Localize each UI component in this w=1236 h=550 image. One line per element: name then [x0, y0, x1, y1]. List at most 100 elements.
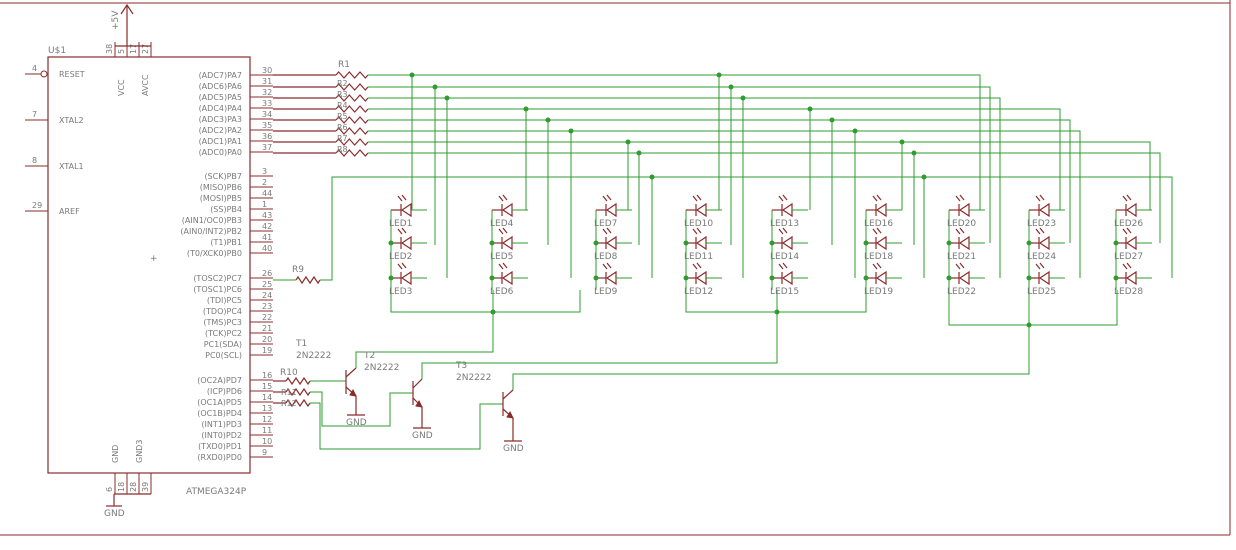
- led-label: LED18: [864, 252, 893, 262]
- mcu-pin-label: PC1(SDA): [204, 340, 242, 349]
- diode-triangle-icon: [958, 270, 970, 286]
- mcu-pin-label: (ADC1)PA1: [199, 137, 242, 146]
- emitter-arrow-icon: [415, 399, 423, 408]
- led: LED28: [1114, 262, 1152, 297]
- diode-triangle-icon: [501, 235, 513, 251]
- row-bus-wire: [368, 74, 981, 210]
- junction-dot: [716, 72, 722, 78]
- mcu-pin-number: 11: [262, 426, 272, 435]
- emission-arrows-icon: [1122, 227, 1132, 235]
- mcu-pin-label: (TOSC1)PC6: [193, 285, 242, 294]
- diode-triangle-icon: [1125, 202, 1137, 218]
- mcu-pin-number: 28: [129, 482, 138, 492]
- emission-arrows-icon: [498, 194, 508, 202]
- emission-arrows-icon: [498, 227, 508, 235]
- diode-triangle-icon: [781, 202, 793, 218]
- mcu-pin-number: 25: [262, 280, 272, 289]
- resistor-label: R7: [337, 134, 348, 143]
- resistor-label: R6: [337, 123, 348, 132]
- reset-inverter-bubble: [40, 70, 48, 78]
- mcu-pin-label: (OC2A)PD7: [197, 376, 242, 385]
- base-wire: [310, 391, 413, 427]
- resistor-zigzag-icon: [285, 398, 311, 408]
- led: LED6: [490, 262, 528, 297]
- led-label: LED27: [1114, 252, 1143, 262]
- mcu-pin-label: (ADC2)PA2: [199, 126, 242, 135]
- led: LED20: [947, 194, 985, 229]
- mcu-pin-number: 17: [129, 44, 138, 54]
- junction-dot: [921, 174, 927, 180]
- collector-wire: [421, 312, 778, 379]
- mcu-pin-number: 22: [262, 313, 272, 322]
- emission-arrows-icon: [602, 194, 612, 202]
- mcu-pin-label: (TDO)PC4: [203, 307, 242, 316]
- led-label: LED14: [770, 252, 799, 262]
- row-bus-wire: [368, 119, 1071, 243]
- junction-dot: [774, 309, 780, 315]
- emission-arrows-icon: [955, 262, 965, 270]
- mcu-pin-number: 19: [262, 346, 272, 355]
- mcu-pin-number: 18: [117, 482, 126, 492]
- mcu-pin-number: 33: [262, 99, 272, 108]
- led: LED2: [389, 227, 427, 262]
- diode-triangle-icon: [695, 235, 707, 251]
- led-label: LED2: [389, 252, 412, 262]
- mcu-pin-number: 3: [262, 167, 267, 176]
- mcu-pin-label: (SS)PB4: [210, 205, 242, 214]
- junction-dot: [899, 139, 905, 145]
- mcu-pin-label: (T1)PB1: [210, 238, 242, 247]
- junctions: [388, 72, 1119, 328]
- emitter-arrow-icon: [506, 410, 514, 419]
- mcu-pin-number: 44: [262, 189, 272, 198]
- led-label: LED11: [684, 252, 713, 262]
- mcu-pin-number: 42: [262, 222, 272, 231]
- mcu-gnd-label: GND: [104, 509, 125, 519]
- junction-dot: [1113, 240, 1119, 246]
- mcu-pin-label: (ADC0)PA0: [199, 148, 242, 157]
- junction-dot: [852, 128, 858, 134]
- junction-dot: [740, 95, 746, 101]
- junction-dot: [388, 240, 394, 246]
- mcu-pin-label: (TXD0)PD1: [198, 442, 242, 451]
- junction-dot: [636, 150, 642, 156]
- mcu-pin-label: GND3: [135, 440, 144, 463]
- junction-dot: [388, 275, 394, 281]
- mcu-pin-number: 41: [262, 233, 272, 242]
- mcu-origin-mark: +: [150, 254, 158, 264]
- emission-arrows-icon: [602, 262, 612, 270]
- resistor-label: R11: [281, 388, 297, 397]
- diode-triangle-icon: [875, 235, 887, 251]
- transistor-name: T2: [363, 351, 375, 361]
- row-bus-wire: [368, 130, 1081, 278]
- emission-arrows-icon: [1035, 194, 1045, 202]
- mcu-pin-label: RESET: [59, 70, 85, 79]
- diode-triangle-icon: [400, 202, 412, 218]
- led-label: LED20: [947, 219, 976, 229]
- junction-dot: [769, 275, 775, 281]
- led-label: LED7: [594, 219, 617, 229]
- mcu-part-label: ATMEGA324P: [186, 487, 247, 497]
- mcu-pin-number: 14: [262, 393, 272, 402]
- mcu-pin-label: (TMS)PC3: [203, 318, 242, 327]
- led-label: LED4: [490, 219, 514, 229]
- emission-arrows-icon: [397, 227, 407, 235]
- emission-arrows-icon: [397, 194, 407, 202]
- base-wire: [310, 402, 503, 450]
- mcu-pin-number: 29: [32, 201, 42, 210]
- mcu-pin-number: 12: [262, 415, 272, 424]
- mcu-right-pins: 30(ADC7)PA731(ADC6)PA632(ADC5)PA533(ADC4…: [180, 66, 273, 462]
- r9-label: R9: [292, 265, 304, 275]
- r1-label: R1: [338, 60, 350, 70]
- mcu-pin-label: (OC1B)PD4: [197, 409, 242, 418]
- led: LED24: [1027, 227, 1065, 262]
- mcu-pin-label: (AIN1/OC0)PB3: [182, 216, 242, 225]
- resistor-zigzag-icon: [335, 94, 369, 102]
- diode-triangle-icon: [501, 270, 513, 286]
- vcc-label: +5V: [111, 10, 121, 30]
- junction-dot: [728, 84, 734, 90]
- mcu-pin-number: 4: [32, 64, 37, 73]
- led-label: LED12: [684, 287, 713, 297]
